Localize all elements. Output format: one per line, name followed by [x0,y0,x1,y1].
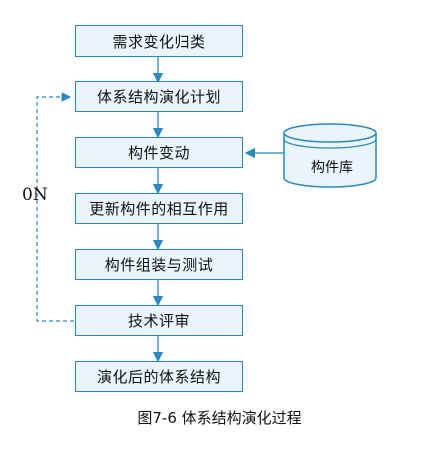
node-label: 技术评审 [127,312,190,330]
node-label: 构件变动 [127,144,190,162]
node-label: 体系结构演化计划 [96,88,221,106]
repository-label: 构件库 [311,160,353,176]
node-component-change: 构件变动 [75,137,243,168]
figure-caption: 图7-6 体系结构演化过程 [137,409,302,427]
node-label: 需求变化归类 [112,32,206,51]
node-technical-review: 技术评审 [75,305,243,336]
feedback-loop-line [36,92,74,322]
node-label: 更新构件的相互作用 [89,200,229,218]
node-evolution-plan: 体系结构演化计划 [75,81,243,112]
repository-cylinder [283,123,377,188]
node-assembly-testing: 构件组装与测试 [75,249,243,280]
loop-label: 0N [22,185,48,205]
node-label: 构件组装与测试 [104,256,214,274]
node-requirement-classification: 需求变化归类 [75,25,243,57]
node-label: 演化后的体系结构 [96,368,221,386]
node-evolved-architecture: 演化后的体系结构 [75,361,243,392]
node-update-interactions: 更新构件的相互作用 [75,193,243,224]
